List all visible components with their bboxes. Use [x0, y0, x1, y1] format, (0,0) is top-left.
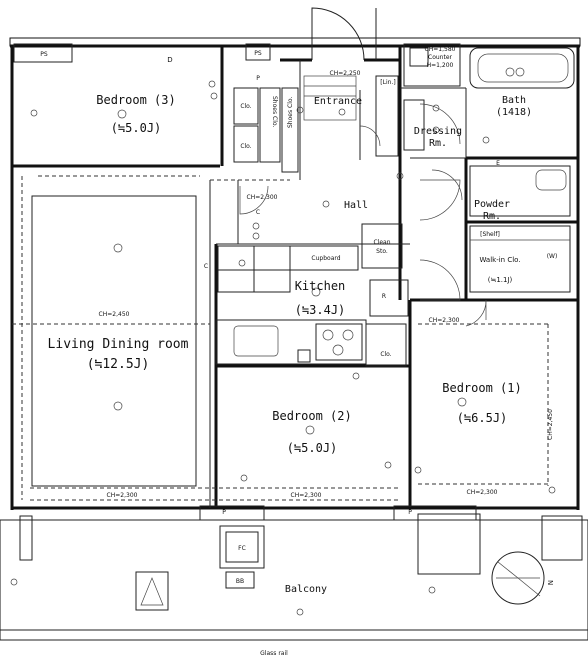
clo-label-kitchen: Clo. [380, 351, 391, 358]
bedroom2-name: Bedroom (2) [272, 409, 351, 423]
shelf-label: [Shelf] [480, 231, 500, 238]
ps-box-center [245, 43, 271, 61]
clo-label-1: Clo. [240, 103, 251, 110]
kitchen-name: Kitchen [295, 279, 346, 293]
bedroom2-area: (≒5.0J) [287, 441, 338, 455]
fc-label: FC [238, 545, 246, 552]
p-label-bottom-left: P [222, 509, 226, 516]
glass-rail-label: Glass rail [260, 650, 288, 657]
doors [239, 103, 487, 327]
ch-living: CH=2,450 [99, 311, 130, 318]
living-area: (≒12.5J) [87, 357, 150, 372]
fc-box [219, 525, 265, 569]
ch-bottom-center: CH=2,300 [291, 492, 322, 499]
ch-bedroom1-side: CH=2,450 [547, 409, 554, 440]
living-room-outline [31, 195, 197, 487]
light-symbols [10, 67, 556, 616]
d-label: D [167, 56, 172, 64]
interior-walls [12, 46, 578, 508]
c-label-hall: C [256, 209, 260, 216]
compass [491, 551, 545, 605]
kitchen-counter [215, 319, 367, 365]
counter-h: H=1,200 [427, 62, 454, 69]
clo-label-2: Clo. [240, 143, 251, 150]
ch-bedroom1-top: CH=2,300 [429, 317, 460, 324]
bedroom1-name: Bedroom (1) [442, 381, 521, 395]
bb-box [225, 571, 255, 589]
cupboard-label: Cupboard [311, 255, 340, 262]
ps-box-left [13, 43, 73, 63]
stove [315, 323, 363, 361]
counter-ch: CH=1,580 [425, 46, 456, 53]
ch-entrance: CH=2,250 [330, 70, 361, 77]
bb-label: BB [236, 578, 244, 585]
p-label-top: P [256, 75, 260, 82]
powder-name: Powder [474, 199, 510, 210]
shoes-clo-label: Shoes Clo. [271, 96, 278, 127]
bathtub [469, 47, 575, 89]
r-label: R [382, 293, 386, 300]
shoes-clo-label-2: Shoes Clo. [287, 97, 294, 128]
entrance-name: Entrance [314, 96, 362, 107]
kitchen-area: (≒3.4J) [295, 303, 346, 317]
ch-bottom-right: CH=2,300 [467, 489, 498, 496]
ps-label-left: PS [40, 51, 48, 58]
bath-name: Bath [502, 95, 526, 106]
outer-walls [9, 7, 581, 510]
bedroom3-name: Bedroom (3) [96, 93, 175, 107]
ch-hall: CH=2,300 [247, 194, 278, 201]
bedroom1-area: (≒6.5J) [457, 411, 508, 425]
clean-label: Clean [373, 239, 390, 246]
bedroom3-area: (≒5.0J) [111, 121, 162, 135]
sink [233, 325, 279, 357]
e-label: E [496, 160, 500, 167]
balcony-area [0, 505, 588, 641]
w-label: (W) [547, 253, 558, 260]
walkin-name: Walk-in Clo. [479, 256, 520, 264]
dressing-sub: Rm. [429, 138, 447, 149]
balcony-name: Balcony [285, 584, 327, 595]
fixtures [12, 43, 575, 501]
entrance-door-swing [311, 7, 365, 61]
hall-name: Hall [344, 200, 368, 211]
sto-label: Sto. [376, 248, 388, 255]
p-label-bottom-right: P [408, 509, 412, 516]
ch-bottom-left: CH=2,300 [107, 492, 138, 499]
toilet [535, 169, 567, 191]
bath-code: (1418) [496, 107, 532, 118]
living-name: Living Dining room [48, 337, 189, 352]
powder-sub: Rm. [483, 211, 501, 222]
c-label-left: C [204, 263, 208, 270]
lin-label: [Lin.] [380, 79, 395, 86]
ps-label-center: PS [254, 50, 262, 57]
counter-label: Counter [428, 54, 453, 61]
dressing-name: Dressing [414, 126, 462, 137]
north-label: N [546, 580, 554, 585]
walkin-area: (≒1.1J) [488, 276, 513, 284]
